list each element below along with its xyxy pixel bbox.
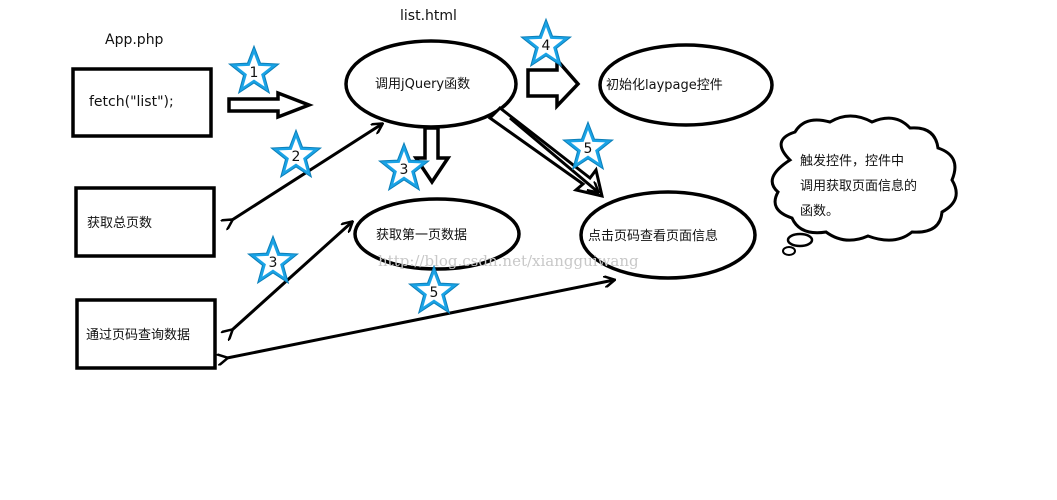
step-star-3: 3 (377, 141, 431, 192)
get-first-page-label: 获取第一页数据 (376, 228, 467, 243)
query-by-page-label: 通过页码查询数据 (86, 328, 190, 343)
block-arrow-jquery-down (412, 126, 452, 186)
step-star-number: 5 (584, 141, 593, 157)
step-star-number: 1 (250, 65, 259, 81)
init-laypage-label: 初始化laypage控件 (606, 78, 723, 93)
step-star-number: 3 (400, 162, 409, 178)
arrow-query-first (232, 222, 352, 330)
total-pages-label: 获取总页数 (87, 216, 152, 231)
cloud-line-3: 函数。 (800, 204, 839, 219)
list-html-header: list.html (400, 8, 457, 24)
step-star-number: 4 (542, 38, 551, 54)
arrow-query-click (227, 280, 614, 358)
block-arrow-fetch-to-jquery (227, 90, 314, 120)
step-star-5: 5 (561, 120, 615, 171)
click-page-ellipse: 点击页码查看页面信息 (579, 190, 757, 280)
block-arrow-jquery-to-laypage (526, 55, 581, 111)
fetch-box-label: fetch("list"); (89, 94, 174, 110)
cloud-line-1: 触发控件，控件中 (800, 153, 904, 169)
step-star-4: 4 (519, 17, 573, 68)
cloud-line-2: 调用获取页面信息的 (800, 178, 917, 194)
call-jquery-label: 调用jQuery函数 (375, 77, 470, 92)
step-stars: 1 2 3 4 5 3 5 (227, 17, 615, 315)
fetch-box: fetch("list"); (71, 67, 213, 138)
step-star-7: 5 (407, 264, 461, 315)
step-star-2: 2 (269, 128, 323, 179)
step-star-number: 2 (292, 149, 301, 165)
step-star-number: 5 (430, 285, 439, 301)
init-laypage-ellipse: 初始化laypage控件 (598, 43, 774, 127)
query-by-page-box: 通过页码查询数据 (75, 298, 217, 370)
click-page-label: 点击页码查看页面信息 (588, 228, 718, 244)
cloud-callout: 触发控件，控件中 调用获取页面信息的 函数。 (770, 114, 958, 256)
app-php-header: App.php (105, 32, 164, 48)
step-star-1: 1 (227, 44, 281, 95)
step-star-6: 3 (246, 234, 300, 285)
get-first-page-ellipse: 获取第一页数据 (353, 197, 521, 271)
call-jquery-ellipse: 调用jQuery函数 (344, 39, 518, 129)
total-pages-box: 获取总页数 (74, 186, 216, 258)
watermark: http://blog.csdn.net/xiangguiwang (378, 252, 639, 270)
step-star-number: 3 (269, 255, 278, 271)
arrow-jquery-click (509, 116, 598, 192)
